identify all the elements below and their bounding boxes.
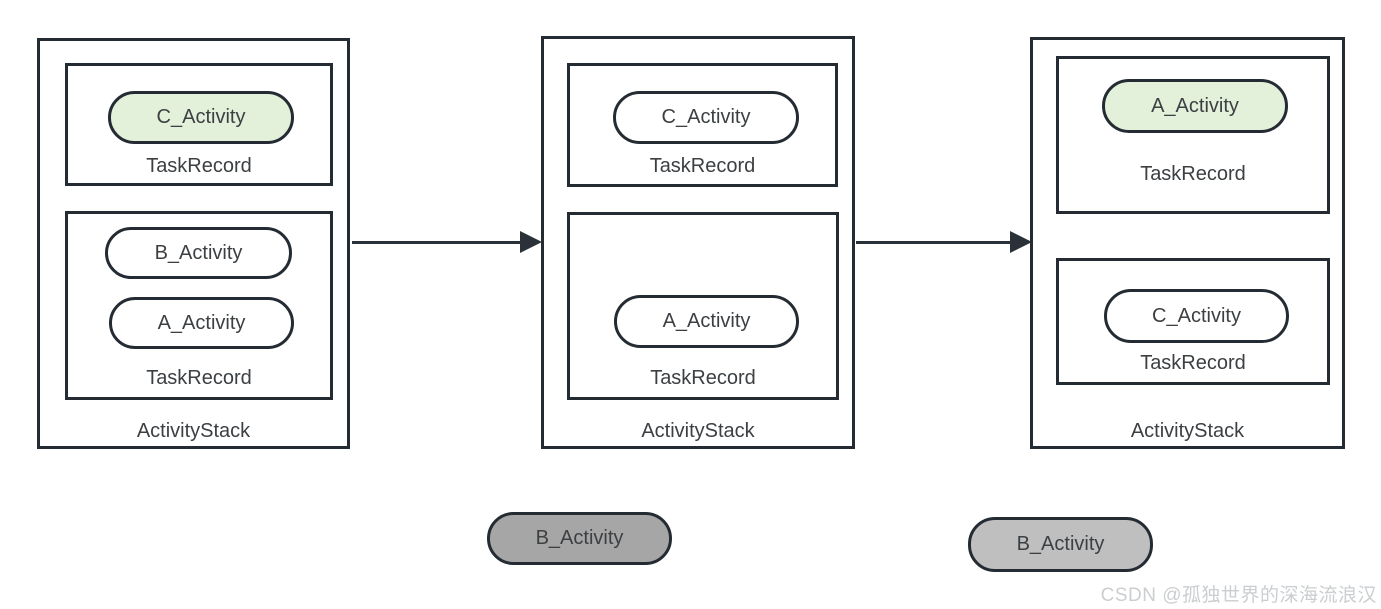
activity-name: B_Activity (1016, 533, 1105, 555)
activity-name: C_Activity (1152, 304, 1241, 327)
arrow-1-head-icon (520, 231, 542, 253)
task-record-label: TaskRecord (146, 155, 252, 177)
watermark: CSDN @孤独世界的深海流浪汉 (1100, 585, 1377, 606)
activity-name: A_Activity (662, 310, 751, 332)
destroyed-activity-pill-2: B_Activity (968, 517, 1153, 572)
task-record-1-2: B_Activity A_Activity TaskRecord (65, 211, 333, 400)
activity-name: B_Activity (535, 527, 624, 549)
activity-name: C_Activity (661, 106, 751, 128)
activity-name: A_Activity (1151, 94, 1239, 117)
activity-pill: A_Activity (1102, 79, 1288, 133)
task-record-1-1: C_Activity TaskRecord (65, 63, 333, 186)
activity-pill: C_Activity (108, 91, 294, 144)
arrow-2-head-icon (1010, 231, 1032, 253)
activity-name: B_Activity (154, 241, 243, 264)
task-record-label: TaskRecord (649, 155, 756, 177)
activity-stack-1: C_Activity TaskRecord B_Activity A_Activ… (37, 38, 350, 449)
activity-stack-label: ActivityStack (641, 420, 755, 442)
task-record-label: TaskRecord (1140, 163, 1246, 185)
activity-stack-3: A_Activity TaskRecord C_Activity TaskRec… (1030, 37, 1345, 449)
task-record-label: TaskRecord (650, 367, 756, 389)
destroyed-activity-pill-1: B_Activity (487, 512, 672, 565)
activity-stack-2: C_Activity TaskRecord A_Activity TaskRec… (541, 36, 855, 449)
activity-stack-label: ActivityStack (136, 420, 251, 442)
arrow-1-line (352, 241, 522, 244)
task-record-3-1: A_Activity TaskRecord (1056, 56, 1330, 214)
task-record-2-2: A_Activity TaskRecord (567, 212, 839, 400)
activity-name: C_Activity (156, 106, 246, 128)
activity-pill: B_Activity (105, 227, 292, 279)
task-record-label: TaskRecord (1140, 352, 1246, 374)
activity-pill: C_Activity (1104, 289, 1289, 343)
activity-name: A_Activity (157, 311, 246, 334)
activity-stack-label: ActivityStack (1130, 420, 1245, 442)
activity-pill: A_Activity (614, 295, 799, 348)
arrow-2-line (856, 241, 1012, 244)
task-record-2-1: C_Activity TaskRecord (567, 63, 838, 187)
activity-pill: C_Activity (613, 91, 799, 144)
activity-pill: A_Activity (109, 297, 294, 349)
task-record-3-2: C_Activity TaskRecord (1056, 258, 1330, 385)
task-record-label: TaskRecord (146, 367, 252, 389)
